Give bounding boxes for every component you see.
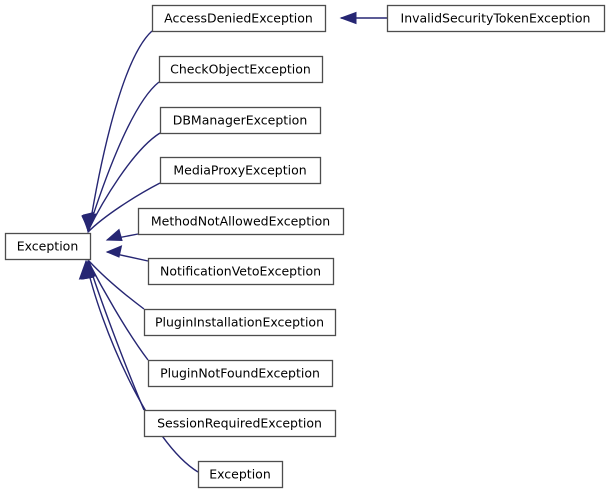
class-node-label: AccessDeniedException (164, 11, 313, 26)
class-node-db-manager-exception[interactable]: DBManagerException (159, 106, 322, 135)
class-node-box[interactable] (197, 460, 284, 489)
class-node-label: InvalidSecurityTokenException (401, 11, 591, 26)
class-node-check-object-exception[interactable]: CheckObjectException (158, 55, 324, 84)
class-node-box[interactable] (386, 4, 606, 33)
class-node-label: MethodNotAllowedException (151, 214, 330, 229)
edge-line (88, 260, 145, 310)
class-node-access-denied-exception[interactable]: AccessDeniedException (151, 4, 327, 33)
inheritance-edge (81, 30, 153, 233)
class-node-plugin-installation-exception[interactable]: PluginInstallationException (143, 308, 337, 337)
class-node-method-not-allowed-exception[interactable]: MethodNotAllowedException (137, 207, 345, 236)
class-node-box[interactable] (159, 106, 322, 135)
class-node-box[interactable] (147, 359, 334, 388)
class-node-box[interactable] (147, 257, 335, 286)
class-node-box[interactable] (158, 55, 324, 84)
inheritance-edge (339, 11, 387, 25)
edge-line (85, 260, 199, 473)
class-node-label: PluginNotFoundException (160, 366, 320, 381)
edge-line (87, 260, 149, 361)
inheritance-edge (105, 245, 149, 262)
class-node-notification-veto-exception[interactable]: NotificationVetoException (147, 257, 335, 286)
class-node-box[interactable] (151, 4, 327, 33)
class-node-label: Exception (17, 239, 79, 254)
class-node-session-required-exception[interactable]: SessionRequiredException (143, 409, 337, 438)
class-node-box[interactable] (143, 409, 337, 438)
arrowhead-icon (78, 259, 91, 280)
class-node-box[interactable] (143, 308, 337, 337)
class-node-label: PluginInstallationException (155, 315, 324, 330)
class-node-box[interactable] (4, 232, 92, 261)
class-node-label: CheckObjectException (170, 62, 311, 77)
arrowhead-icon (339, 11, 357, 25)
nodes-layer: AccessDeniedException InvalidSecurityToke… (4, 4, 606, 489)
class-node-label: SessionRequiredException (157, 416, 322, 431)
class-node-invalid-security-token-exception[interactable]: InvalidSecurityTokenException (386, 4, 606, 33)
arrowhead-icon (84, 213, 97, 234)
class-node-exception-base[interactable]: Exception (4, 232, 92, 261)
class-node-box[interactable] (159, 156, 322, 185)
arrowhead-icon (105, 228, 123, 242)
class-node-label: DBManagerException (173, 113, 308, 128)
inheritance-edge (83, 259, 145, 310)
inheritance-edge (78, 259, 199, 473)
inheritance-edge (84, 182, 161, 234)
inheritance-edge (105, 228, 139, 242)
class-node-plugin-not-found-exception[interactable]: PluginNotFoundException (147, 359, 334, 388)
edge-line (88, 30, 153, 232)
class-node-media-proxy-exception[interactable]: MediaProxyException (159, 156, 322, 185)
class-node-label: MediaProxyException (173, 163, 306, 178)
class-node-label: NotificationVetoException (160, 264, 321, 279)
edge-line (87, 260, 145, 411)
class-node-box[interactable] (137, 207, 345, 236)
class-node-label: Exception (209, 467, 271, 482)
arrowhead-icon (105, 245, 123, 258)
class-node-exception-derived[interactable]: Exception (197, 460, 284, 489)
edge-line (87, 182, 161, 233)
edges-layer (78, 11, 387, 473)
